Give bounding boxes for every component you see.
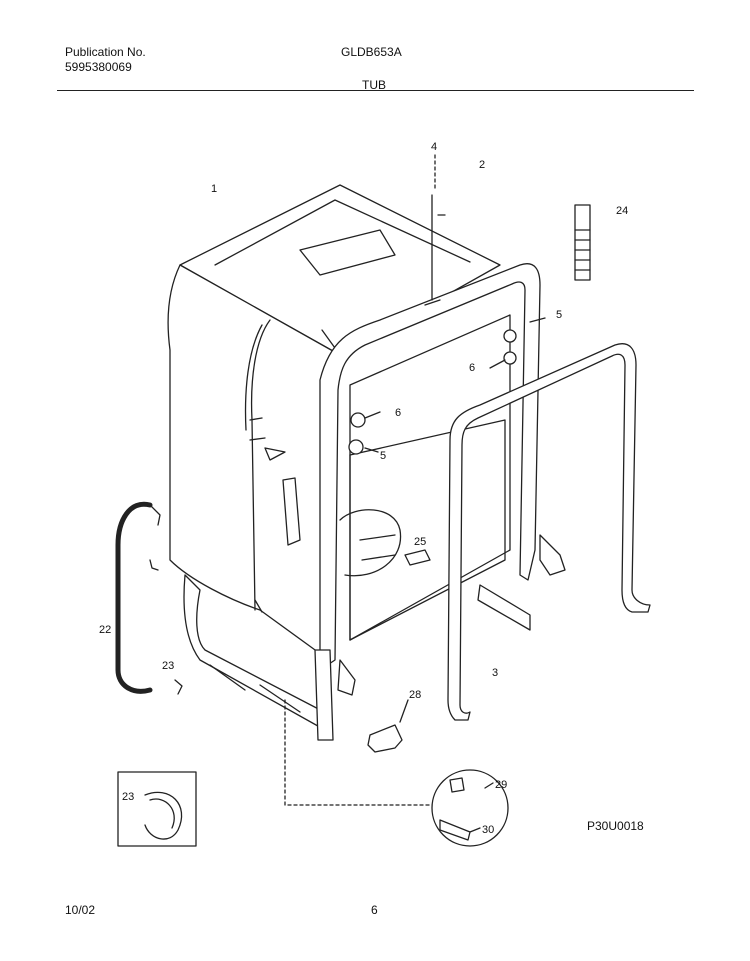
part-6-cap-a xyxy=(503,351,517,365)
base-frame xyxy=(183,534,566,731)
part-28-latch xyxy=(367,724,403,753)
callout-25: 25 xyxy=(414,536,426,548)
publication-number: 5995380069 xyxy=(65,60,132,74)
callout-29: 29 xyxy=(495,779,507,791)
section-title: TUB xyxy=(362,78,386,92)
part-5-cap-a xyxy=(503,329,517,343)
part-6-cap-b xyxy=(350,412,366,428)
front-brackets xyxy=(314,649,356,741)
callout-24: 24 xyxy=(616,205,628,217)
callouts: 1 2 3 4 5 5 6 6 22 23 23 24 25 28 29 30 … xyxy=(99,141,644,836)
sump-area xyxy=(339,509,431,577)
part-5-cap-b xyxy=(348,439,364,455)
callout-5-a: 5 xyxy=(556,309,562,321)
callout-30: 30 xyxy=(482,824,494,836)
callout-23-a: 23 xyxy=(162,660,174,672)
header-rule xyxy=(57,90,694,91)
callout-4: 4 xyxy=(431,141,437,153)
callout-23-b: 23 xyxy=(122,791,134,803)
callout-28: 28 xyxy=(409,689,421,701)
publication-label: Publication No. xyxy=(65,45,146,59)
detail-circle xyxy=(431,769,509,847)
callout-1: 1 xyxy=(211,183,217,195)
callout-2: 2 xyxy=(479,159,485,171)
callout-5-b: 5 xyxy=(380,450,386,462)
footer-date: 10/02 xyxy=(65,903,96,917)
door-seal xyxy=(447,343,651,721)
tub-front-frame xyxy=(319,194,541,671)
drain-hose xyxy=(115,501,153,694)
callout-22: 22 xyxy=(99,624,111,636)
callout-6-b: 6 xyxy=(395,407,401,419)
tub-body xyxy=(167,184,501,656)
inset-box xyxy=(117,771,197,847)
callout-6-a: 6 xyxy=(469,362,475,374)
part-24-spring xyxy=(574,204,591,281)
figure-code: P30U0018 xyxy=(587,819,644,833)
callout-3: 3 xyxy=(492,667,498,679)
model-number: GLDB653A xyxy=(341,45,402,59)
page-number: 6 xyxy=(371,903,378,917)
